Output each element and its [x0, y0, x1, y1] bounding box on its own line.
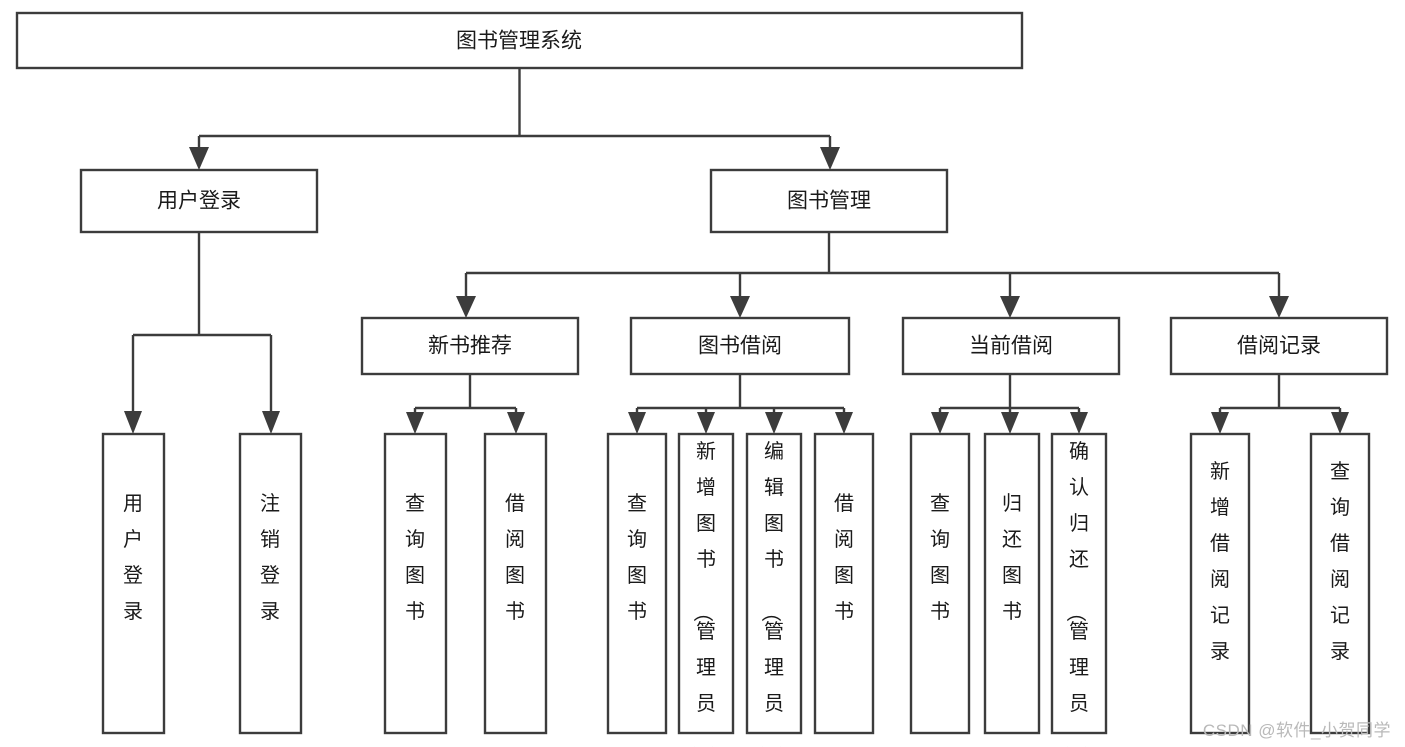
- arrow-head-leaf-user-login: [124, 411, 142, 434]
- node-user-login[interactable]: 用户登录: [79, 168, 319, 234]
- arrow-head-leaf-return-book: [1001, 412, 1019, 434]
- node-new-book-recommend-label: 新书推荐: [428, 335, 512, 358]
- node-book-borrow-box[interactable]: [629, 316, 851, 376]
- node-leaf-query-book-1-label: 查询图书: [405, 492, 425, 623]
- arrow-head-leaf-query-record: [1331, 412, 1349, 434]
- arrow-head-book-manage: [820, 147, 840, 170]
- node-leaf-edit-book-box[interactable]: [745, 432, 803, 735]
- node-leaf-edit-book-label: 编辑图书（管理员）: [759, 440, 784, 747]
- node-book-manage-box[interactable]: [709, 168, 949, 234]
- node-borrow-record[interactable]: 借阅记录: [1169, 316, 1389, 376]
- node-leaf-borrow-book-2-label: 借阅图书: [834, 492, 854, 623]
- node-leaf-user-login-label: 用户登录: [123, 493, 143, 623]
- arrow-head-leaf-add-book: [697, 412, 715, 434]
- node-borrow-record-box[interactable]: [1169, 316, 1389, 376]
- node-book-manage-label: 图书管理: [787, 190, 871, 213]
- node-current-borrow-label: 当前借阅: [969, 335, 1053, 358]
- arrow-head-leaf-query-book-1: [406, 412, 424, 434]
- node-user-login-box[interactable]: [79, 168, 319, 234]
- connector-group-new-book-recommend-to-leaves: [406, 374, 525, 434]
- node-leaf-query-record[interactable]: 查询借阅记录: [1309, 432, 1371, 735]
- node-leaf-query-book-2-label: 查询图书: [627, 492, 647, 623]
- node-leaf-query-record-box[interactable]: [1309, 432, 1371, 735]
- node-root-box[interactable]: [15, 11, 1024, 70]
- node-leaf-borrow-book-2-box[interactable]: [813, 432, 875, 735]
- arrow-head-leaf-borrow-book-1: [507, 412, 525, 434]
- connector-group-borrow-record-to-leaves: [1211, 374, 1349, 434]
- arrow-head-borrow-record: [1269, 296, 1289, 318]
- node-leaf-user-login[interactable]: 用户登录: [101, 432, 166, 735]
- node-leaf-borrow-book-2[interactable]: 借阅图书: [813, 432, 875, 735]
- node-leaf-borrow-book-1-label: 借阅图书: [505, 492, 525, 623]
- arrow-head-leaf-confirm-return: [1070, 412, 1088, 434]
- node-leaf-add-book-box[interactable]: [677, 432, 735, 735]
- node-leaf-query-record-label: 查询借阅记录: [1330, 460, 1350, 663]
- connector-group-root-to-level2: [189, 68, 840, 170]
- arrow-head-leaf-borrow-book-2: [835, 412, 853, 434]
- arrow-head-current-borrow: [1000, 296, 1020, 318]
- node-leaf-return-book-box[interactable]: [983, 432, 1041, 735]
- node-leaf-query-book-3-box[interactable]: [909, 432, 971, 735]
- node-user-login-label: 用户登录: [157, 190, 241, 213]
- node-leaf-add-record-box[interactable]: [1189, 432, 1251, 735]
- node-leaf-user-login-box[interactable]: [101, 432, 166, 735]
- node-current-borrow[interactable]: 当前借阅: [901, 316, 1121, 376]
- node-leaf-query-book-2-box[interactable]: [606, 432, 668, 735]
- node-leaf-edit-book[interactable]: 编辑图书（管理员）: [745, 432, 803, 747]
- node-leaf-query-book-3[interactable]: 查询图书: [909, 432, 971, 735]
- arrow-head-leaf-query-book-3: [931, 412, 949, 434]
- node-leaf-query-book-1[interactable]: 查询图书: [383, 432, 448, 735]
- node-root[interactable]: 图书管理系统: [15, 11, 1024, 70]
- csdn-watermark: CSDN @软件_小贺同学: [1202, 721, 1391, 740]
- node-book-borrow[interactable]: 图书借阅: [629, 316, 851, 376]
- node-leaf-user-logout-label: 注销登录: [260, 492, 280, 623]
- node-leaf-confirm-return-label: 确认归还（管理员）: [1064, 440, 1089, 747]
- arrow-head-leaf-add-record: [1211, 412, 1229, 434]
- node-book-manage[interactable]: 图书管理: [709, 168, 949, 234]
- arrow-head-book-borrow: [730, 296, 750, 318]
- node-leaf-borrow-book-1[interactable]: 借阅图书: [483, 432, 548, 735]
- node-borrow-record-label: 借阅记录: [1237, 335, 1321, 358]
- node-book-borrow-label: 图书借阅: [698, 335, 782, 358]
- node-new-book-recommend-box[interactable]: [360, 316, 580, 376]
- arrow-head-leaf-user-logout: [262, 411, 280, 434]
- node-root-label: 图书管理系统: [456, 30, 582, 53]
- arrow-head-leaf-query-book-2: [628, 412, 646, 434]
- node-leaf-add-book[interactable]: 新增图书（管理员）: [677, 432, 735, 747]
- node-leaf-query-book-2[interactable]: 查询图书: [606, 432, 668, 735]
- node-leaf-confirm-return-box[interactable]: [1050, 432, 1108, 735]
- node-leaf-add-record[interactable]: 新增借阅记录: [1189, 432, 1251, 735]
- connector-group-book-manage-to-level3: [456, 232, 1289, 318]
- node-current-borrow-box[interactable]: [901, 316, 1121, 376]
- connector-group-user-login-to-leaves: [124, 232, 280, 434]
- node-leaf-user-logout-box[interactable]: [238, 432, 303, 735]
- node-leaf-add-book-label: 新增图书（管理员）: [691, 440, 716, 747]
- connector-group-book-borrow-to-leaves: [628, 374, 853, 434]
- node-leaf-borrow-book-1-box[interactable]: [483, 432, 548, 735]
- node-leaf-return-book[interactable]: 归还图书: [983, 432, 1041, 735]
- node-leaf-query-book-3-label: 查询图书: [930, 492, 950, 623]
- node-leaf-return-book-label: 归还图书: [1002, 492, 1022, 623]
- arrow-head-user-login: [189, 147, 209, 170]
- node-leaf-query-book-1-box[interactable]: [383, 432, 448, 735]
- arrow-head-new-book-recommend: [456, 296, 476, 318]
- arrow-head-leaf-edit-book: [765, 412, 783, 434]
- node-leaf-add-record-label: 新增借阅记录: [1210, 460, 1230, 663]
- node-leaf-confirm-return[interactable]: 确认归还（管理员）: [1050, 432, 1108, 747]
- node-new-book-recommend[interactable]: 新书推荐: [360, 316, 580, 376]
- connector-group-current-borrow-to-leaves: [931, 374, 1088, 434]
- node-leaf-user-logout[interactable]: 注销登录: [238, 432, 303, 735]
